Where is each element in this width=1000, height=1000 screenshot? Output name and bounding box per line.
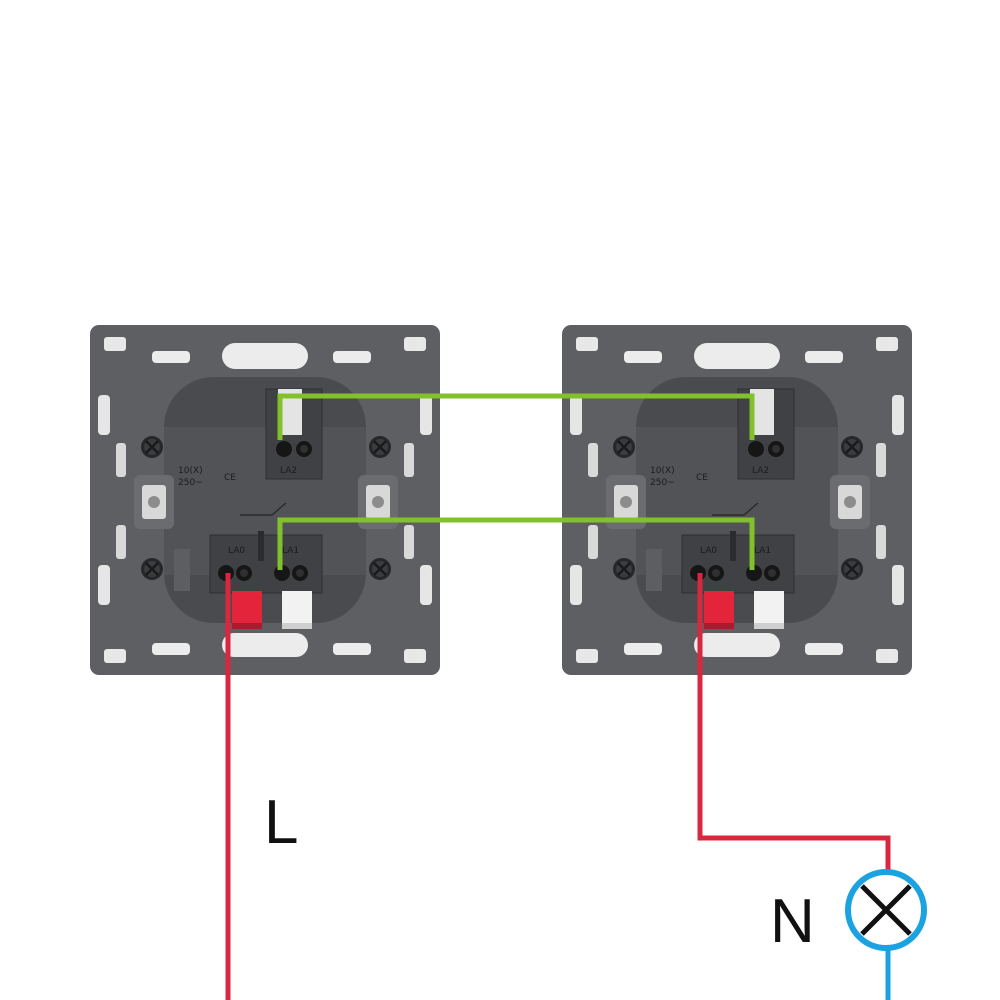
lamp-icon [845,869,927,951]
rating-amp-left: 10(X) [178,466,203,476]
switch-module-right: 10(X) 250~ CE LA2 LA0 LA1 [562,325,912,675]
neutral-label: N [770,887,815,956]
ce-mark-right: CE [696,473,708,483]
terminal-la0-left: LA0 [228,546,245,556]
switch-module-left: 10(X) 250~ CE LA2 LA0 LA1 [90,325,440,675]
terminal-la2-right: LA2 [752,466,769,476]
terminal-la2-left: LA2 [280,466,297,476]
traveler-wire-bottom [277,517,755,570]
traveler-wire-top [277,393,755,440]
rating-volt-right: 250~ [650,478,675,488]
terminal-la0-right: LA0 [700,546,717,556]
switched-live-wire [697,573,891,872]
ce-mark-left: CE [224,473,236,483]
live-label: L [264,788,298,857]
rating-volt-left: 250~ [178,478,203,488]
terminal-la1-right: LA1 [754,546,771,556]
rating-amp-right: 10(X) [650,466,675,476]
terminal-la1-left: LA1 [282,546,299,556]
